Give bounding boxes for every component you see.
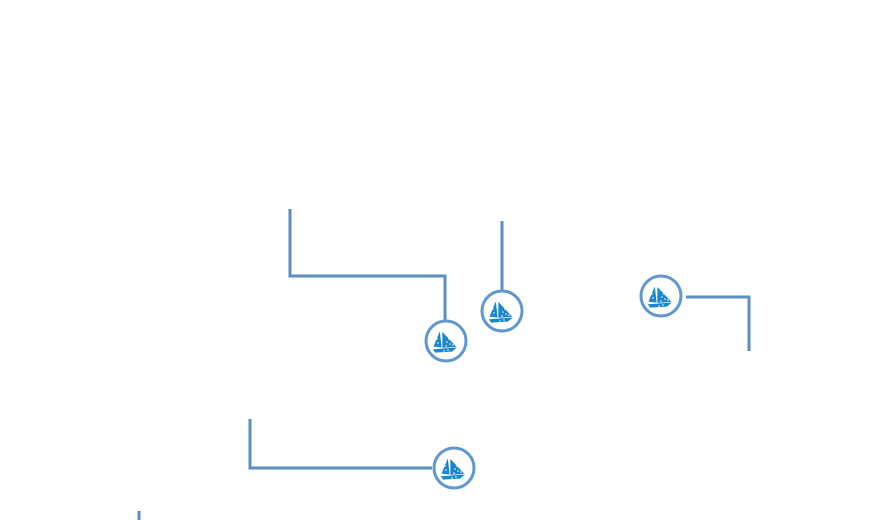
connector-4	[248, 419, 432, 470]
sailboat-icon	[646, 284, 675, 309]
nodes	[424, 274, 683, 490]
connector-1	[288, 209, 447, 320]
node-1[interactable]	[424, 319, 468, 363]
connector-3	[686, 295, 751, 351]
sailboat-icon	[439, 456, 468, 481]
node-4[interactable]	[432, 446, 476, 490]
node-2[interactable]	[480, 289, 524, 333]
node-3[interactable]	[639, 274, 683, 318]
sailboat-icon	[431, 329, 460, 354]
connectors	[137, 209, 751, 520]
sailboat-icon	[487, 299, 516, 324]
